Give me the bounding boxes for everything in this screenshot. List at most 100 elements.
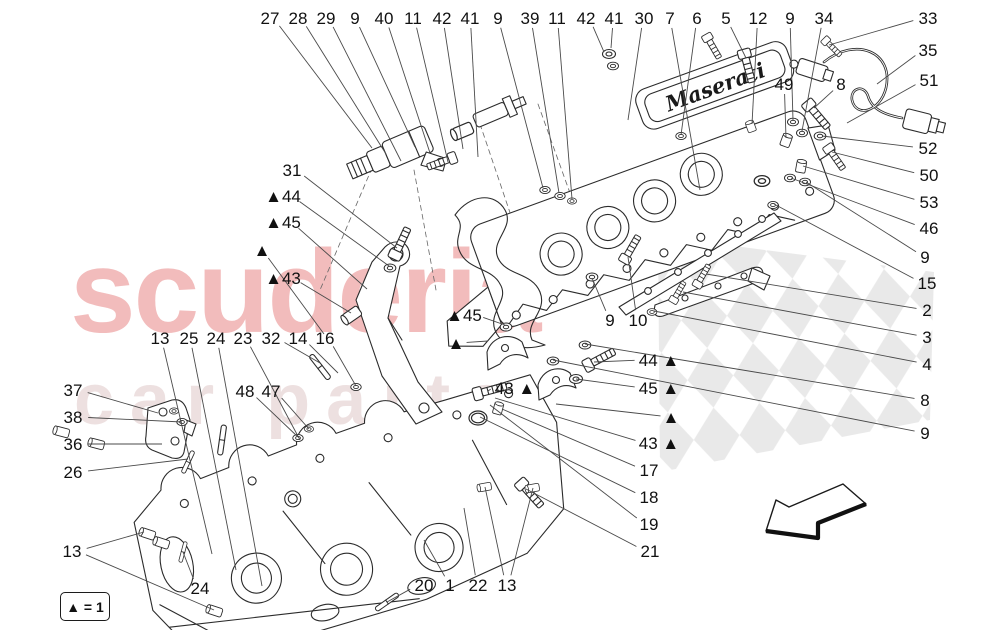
part-label-8: 8 [920, 391, 929, 410]
part-label-9: 9 [350, 9, 359, 28]
washer-icon [784, 173, 796, 183]
leader-line [487, 388, 491, 392]
part-label-43: 43 ▲ [639, 434, 679, 453]
leader-line [584, 343, 915, 399]
part-label-46: 46 [920, 219, 939, 238]
part-label-41: 41 [461, 9, 480, 28]
leader-line [494, 397, 636, 441]
part-label-9: 9 [493, 9, 502, 28]
leader-line [789, 27, 794, 121]
cable-connector [902, 108, 947, 135]
legend-text: ▲ = 1 [66, 598, 104, 615]
part-label-28: 28 [289, 9, 308, 28]
part-label-51: 51 [920, 71, 939, 90]
leader-line [876, 55, 916, 85]
part-label-4: 4 [922, 355, 931, 374]
part-label-30: 30 [635, 9, 654, 28]
part-label-47: 47 [262, 382, 281, 401]
part-label-13: 13 [63, 542, 82, 561]
leader-line [592, 26, 605, 53]
leader-line [299, 201, 390, 267]
leader-line [773, 203, 914, 279]
leader-line [525, 488, 637, 547]
leader-line [653, 310, 917, 363]
leader-line [305, 26, 387, 155]
leader-line [500, 27, 544, 189]
leader-line [705, 273, 917, 309]
part-label-15: 15 [918, 274, 937, 293]
part-label-14: 14 [289, 329, 308, 348]
plug-icon [794, 158, 808, 174]
washer-icon [554, 191, 566, 201]
leader-line [831, 151, 915, 174]
leader-line [682, 291, 917, 336]
leader-line [532, 27, 560, 194]
part-label-19: 19 [640, 515, 659, 534]
part-label-17: 17 [640, 461, 659, 480]
part-label-27: 27 [261, 9, 280, 28]
leader-line [846, 84, 916, 124]
part-label-16: 16 [316, 329, 335, 348]
leader-line [332, 346, 357, 387]
leader-line [300, 282, 352, 314]
part-label-38: 38 [64, 408, 83, 427]
leader-line [218, 347, 263, 587]
sensor-cable [822, 47, 904, 120]
part-label-23: 23 [234, 329, 253, 348]
washer-icon [350, 382, 362, 392]
part-label-49: 49 [775, 75, 794, 94]
part-label-9: 9 [920, 248, 929, 267]
part-label-24: 24 [191, 579, 210, 598]
part-label-9: 9 [785, 9, 794, 28]
leader-line [575, 378, 635, 388]
part-label-: ▲ [254, 241, 271, 260]
part-label-21: 21 [641, 542, 660, 561]
part-label-45: 45 ▲ [639, 379, 679, 398]
checkered-flag-background [658, 236, 934, 472]
part-label-45: ▲45 [265, 213, 301, 232]
cam-clamp-b [537, 368, 577, 401]
leader-line [359, 26, 416, 148]
leader-line [784, 93, 787, 139]
part-label-13: 13 [151, 329, 170, 348]
leader-line [557, 27, 573, 200]
part-label-: ▲ [448, 334, 465, 353]
bolt-icon [821, 141, 849, 173]
legend-box: ▲ = 1 [60, 592, 110, 621]
part-label-45: ▲45 [446, 306, 482, 325]
leader-line [281, 397, 310, 430]
leader-line [501, 408, 636, 467]
part-label-33: 33 [919, 9, 938, 28]
leader-line [591, 277, 607, 311]
cam-clamp-a [486, 336, 529, 371]
valve-piece [472, 95, 527, 128]
leader-line [182, 551, 194, 580]
washer-icon [753, 174, 771, 188]
leader-line [443, 27, 464, 150]
leader-line [610, 27, 613, 49]
leader-line [730, 26, 747, 59]
part-label-2: 2 [922, 301, 931, 320]
part-label-42: 42 [577, 9, 596, 28]
leader-line [88, 417, 183, 423]
leader-line [484, 486, 505, 576]
leader-line [805, 181, 917, 253]
part-label-1: 1 [445, 576, 454, 595]
part-label-18: 18 [640, 488, 659, 507]
part-label-52: 52 [919, 139, 938, 158]
leader-line [627, 27, 643, 121]
leader-line [279, 25, 373, 149]
washer-icon [607, 61, 619, 71]
leader-line [479, 416, 636, 494]
washer-icon [539, 185, 551, 195]
part-label-44: ▲44 [265, 187, 301, 206]
leader-line [801, 27, 822, 132]
leader-line [751, 27, 758, 125]
part-label-9: 9 [605, 311, 614, 330]
leader-line [510, 487, 534, 576]
leader-line [267, 257, 325, 335]
part-label-22: 22 [469, 576, 488, 595]
leader-line [466, 340, 489, 343]
